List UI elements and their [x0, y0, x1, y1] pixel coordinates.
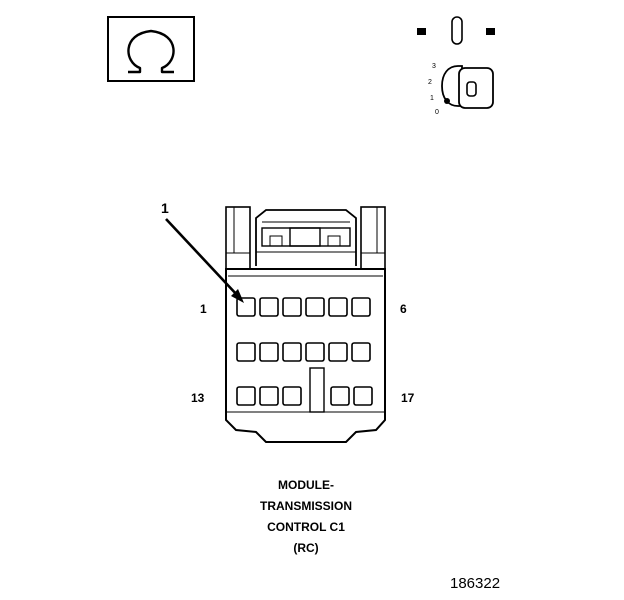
cavity-6	[351, 297, 371, 317]
cavity-16	[330, 386, 350, 406]
cavity-15	[282, 386, 302, 406]
cavity-7	[236, 342, 256, 362]
pin-label-13: 13	[191, 391, 205, 405]
cavity-8	[259, 342, 279, 362]
ignition-key-icon: 3 2 1 0	[417, 16, 495, 116]
figure-number: 186322	[450, 575, 500, 592]
cavity-5	[328, 297, 348, 317]
cavity-9	[282, 342, 302, 362]
callout-1: 1	[161, 200, 244, 303]
pin-label-6: 6	[400, 302, 407, 316]
cavity-17	[353, 386, 373, 406]
cavity-3	[282, 297, 302, 317]
connector-caption: MODULE- TRANSMISSION CONTROL C1 (RC)	[260, 478, 352, 555]
cavity-11	[328, 342, 348, 362]
cavity-10	[305, 342, 325, 362]
pin-label-17: 17	[401, 391, 415, 405]
key-position-0: 0	[435, 109, 439, 116]
caption-line-4: (RC)	[293, 541, 318, 555]
cavity-14	[259, 386, 279, 406]
cavity-13	[236, 386, 256, 406]
caption-line-3: CONTROL C1	[267, 520, 345, 534]
omega-symbol-icon	[107, 16, 195, 82]
key-position-2: 2	[428, 79, 432, 86]
cavity-1	[236, 297, 256, 317]
cavity-2	[259, 297, 279, 317]
connector-face	[225, 206, 386, 443]
connector-cavities	[236, 297, 373, 406]
caption-line-2: TRANSMISSION	[260, 499, 352, 513]
caption-line-1: MODULE-	[278, 478, 334, 492]
key-position-1: 1	[430, 95, 434, 102]
pin-label-1: 1	[200, 302, 207, 316]
cavity-4	[305, 297, 325, 317]
cavity-12	[351, 342, 371, 362]
callout-number: 1	[161, 200, 169, 216]
key-position-3: 3	[432, 63, 436, 70]
